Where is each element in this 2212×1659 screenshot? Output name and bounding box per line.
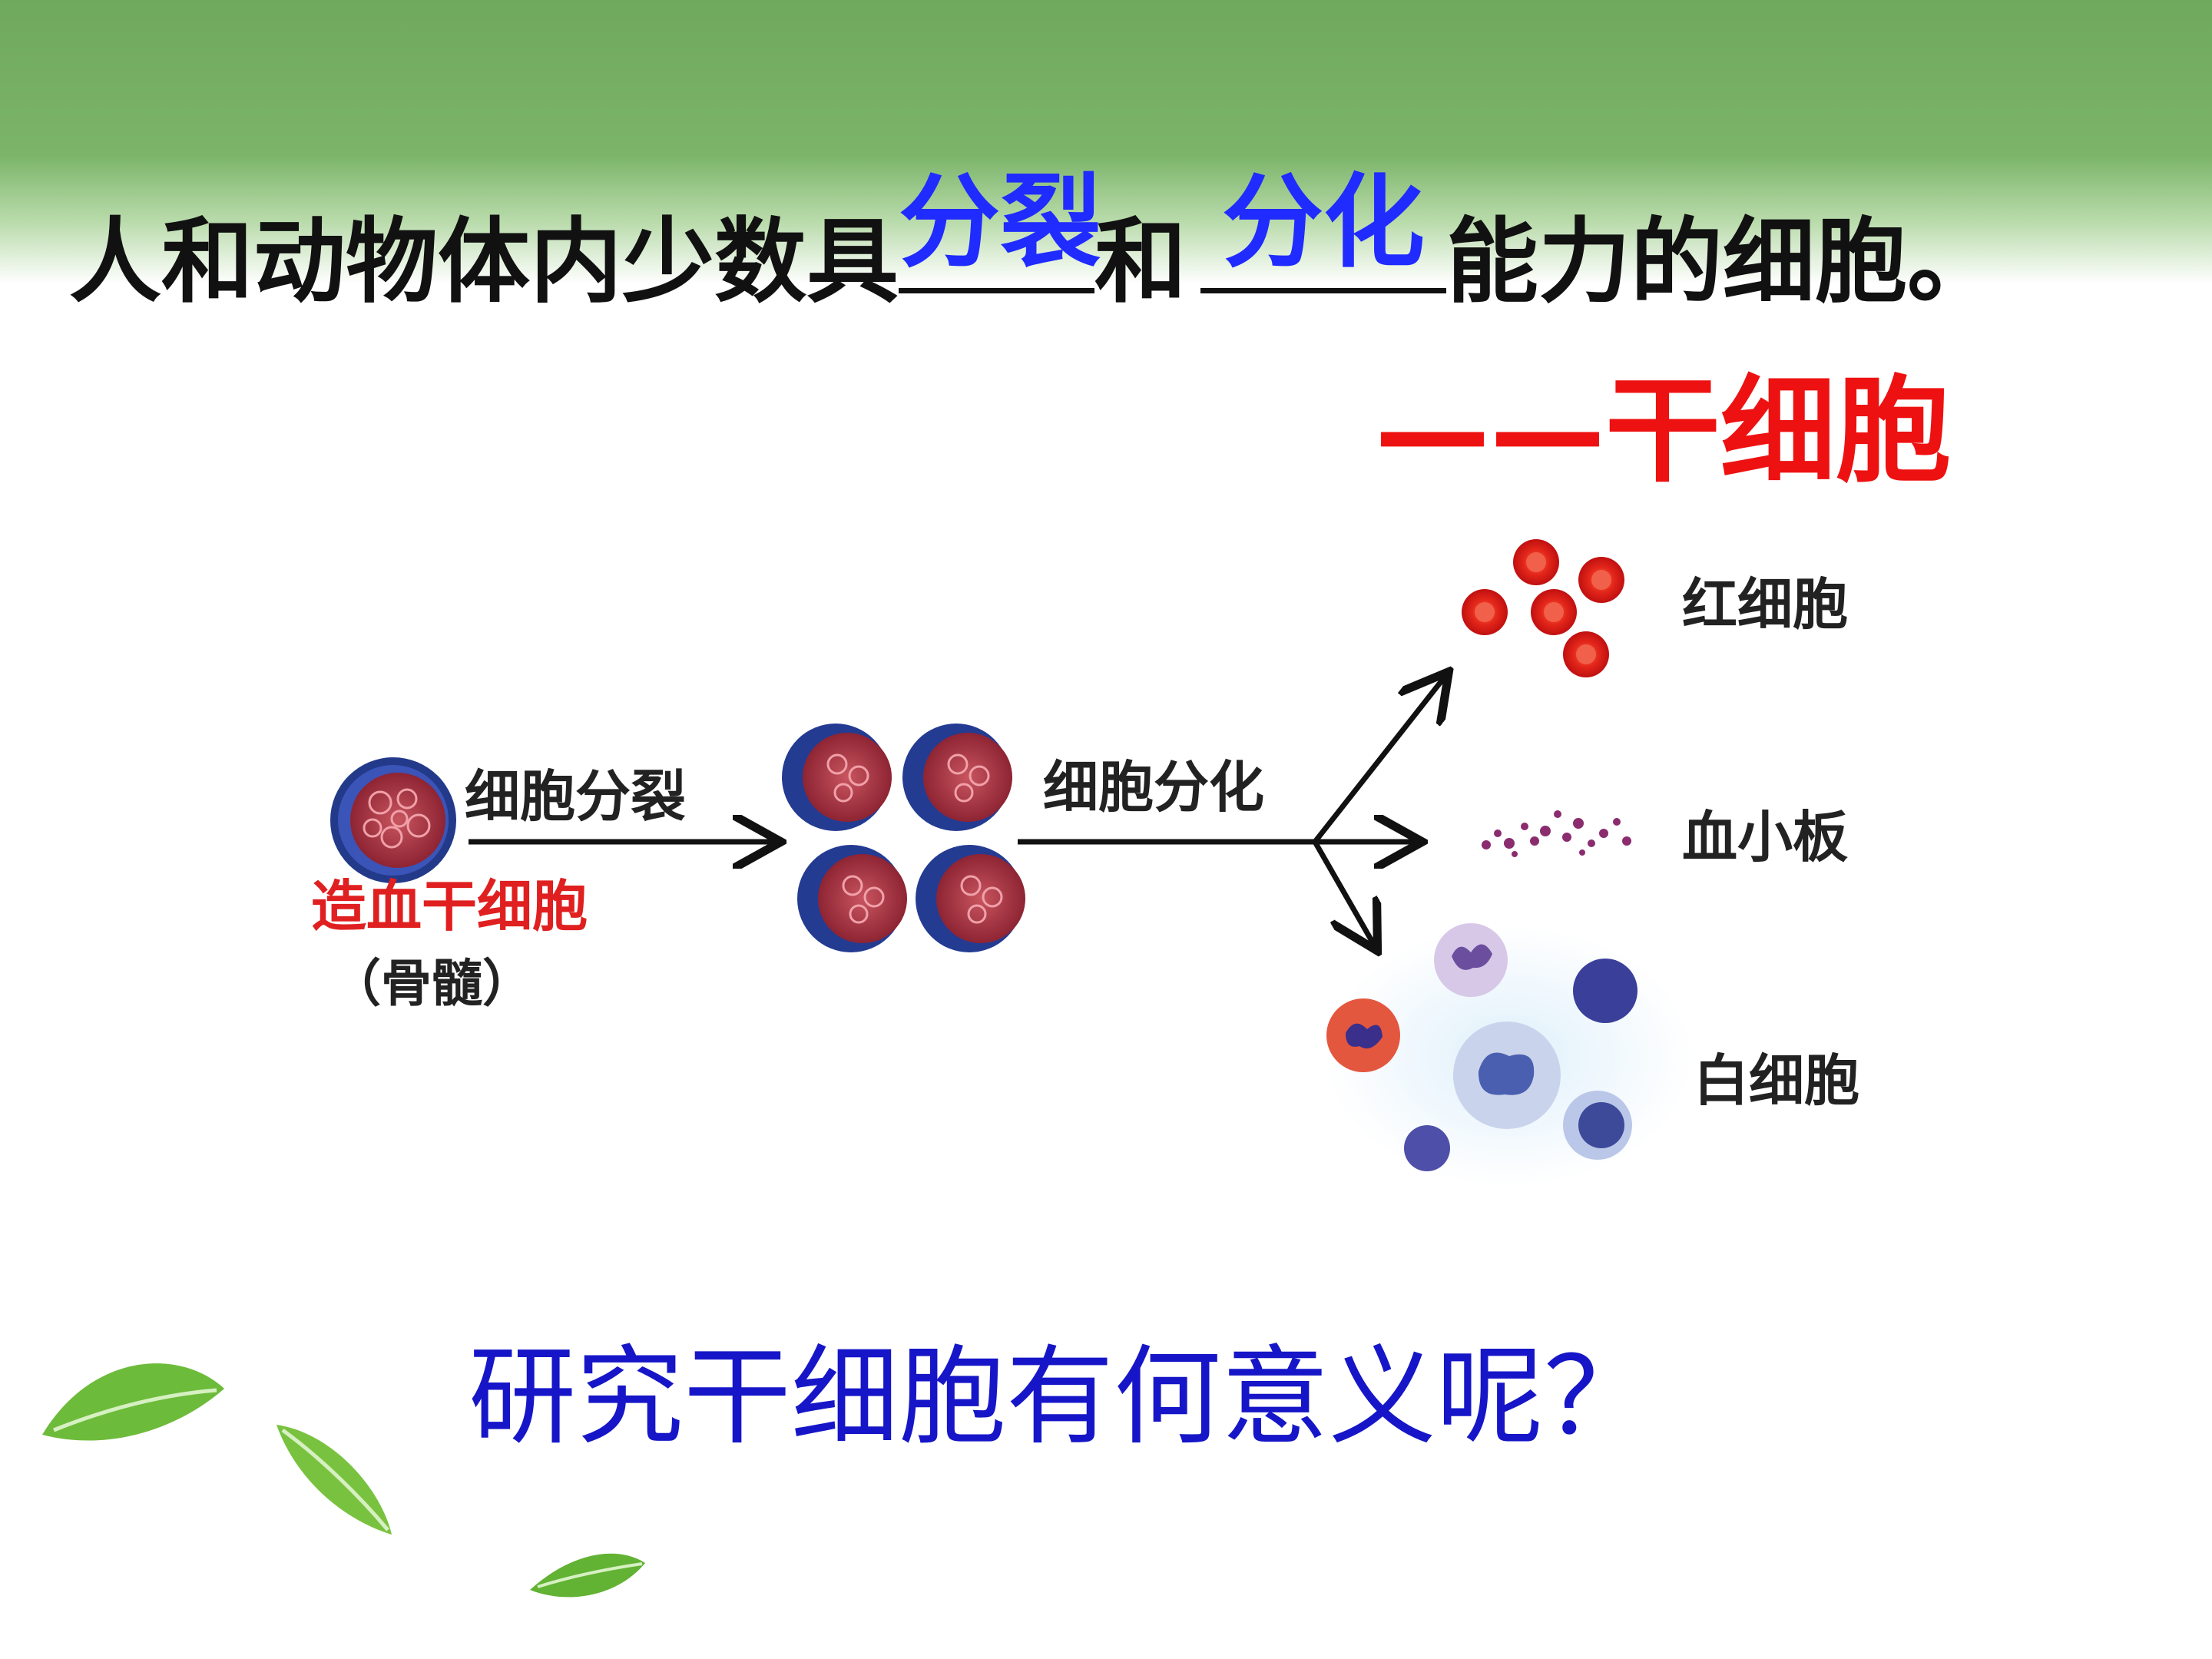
blank-division: 分裂 (899, 165, 1101, 293)
headline-before: 人和动物体内少数具 (69, 209, 899, 316)
daughter-cell-icon (797, 845, 907, 952)
white-cells-label: 白细胞 (1694, 1048, 1859, 1113)
division-label: 细胞分裂 (465, 764, 686, 829)
arrow-to-red-cells (1313, 676, 1445, 844)
headline-middle: 和 (1094, 209, 1187, 316)
daughter-cell-icon (916, 845, 1025, 952)
answer-differentiation: 分化 (1222, 164, 1425, 282)
daughter-cells (782, 724, 1025, 952)
daughter-cell-icon (902, 724, 1012, 831)
headline: 人和动物体内少数具分裂和分化能力的细胞。 (69, 165, 1999, 324)
subtitle-stem-cell: ——干细胞 (1375, 365, 1952, 498)
red-cells-label: 红细胞 (1682, 572, 1848, 637)
blank-differentiation: 分化 (1200, 165, 1446, 293)
arrow-to-white-cells (1312, 840, 1375, 946)
platelets-label: 血小板 (1682, 805, 1848, 869)
daughter-cell-icon (782, 724, 892, 831)
answer-division: 分裂 (899, 164, 1101, 282)
differentiation-label: 细胞分化 (1043, 755, 1264, 820)
top-green-band (0, 0, 2212, 284)
white-blood-cells-icon (1325, 923, 1694, 1187)
platelets-icon (1482, 810, 1631, 857)
red-blood-cells-icon (1462, 539, 1624, 677)
question-text: 研究干细胞有何意义呢？ (469, 1335, 1652, 1460)
stem-cell-label: 造血干细胞 (311, 874, 588, 939)
leaf-decoration-icon (42, 1363, 645, 1598)
headline-after: 能力的细胞。 (1446, 209, 1999, 316)
bone-marrow-label: （骨髓） (330, 954, 533, 1013)
stem-cell-icon (330, 757, 456, 883)
